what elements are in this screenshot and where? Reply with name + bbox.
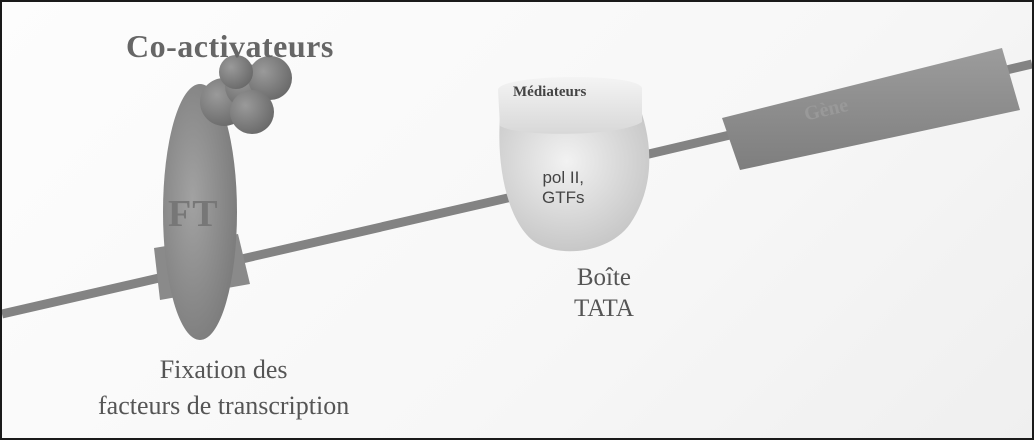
mediators-label: Médiateurs [513,84,587,100]
fixation-caption-line2: facteurs de transcription [98,391,350,420]
tata-box-label: Boîte TATA [574,262,634,324]
transcription-factor-label: FT [168,193,219,235]
gene-box [722,48,1020,170]
dna-strand-left [2,192,514,319]
tata-label-line2: TATA [574,295,634,322]
polymerase-gtf-label: pol II, GTFs [542,168,585,208]
polymerase-complex-shape [499,101,650,252]
transcription-factor-shape [163,84,237,340]
fixation-caption-line1: Fixation des [159,355,288,384]
mediators-shape [498,76,642,134]
polymerase-label-line1: pol II, [542,168,585,187]
tata-label-line1: Boîte [576,264,632,291]
polymerase-label-line2: GTFs [542,188,585,207]
fixation-caption: Fixation des facteurs de transcription [98,352,349,424]
coactivators-label: Co-activateurs [126,28,334,64]
coactivators-cluster [200,55,292,134]
